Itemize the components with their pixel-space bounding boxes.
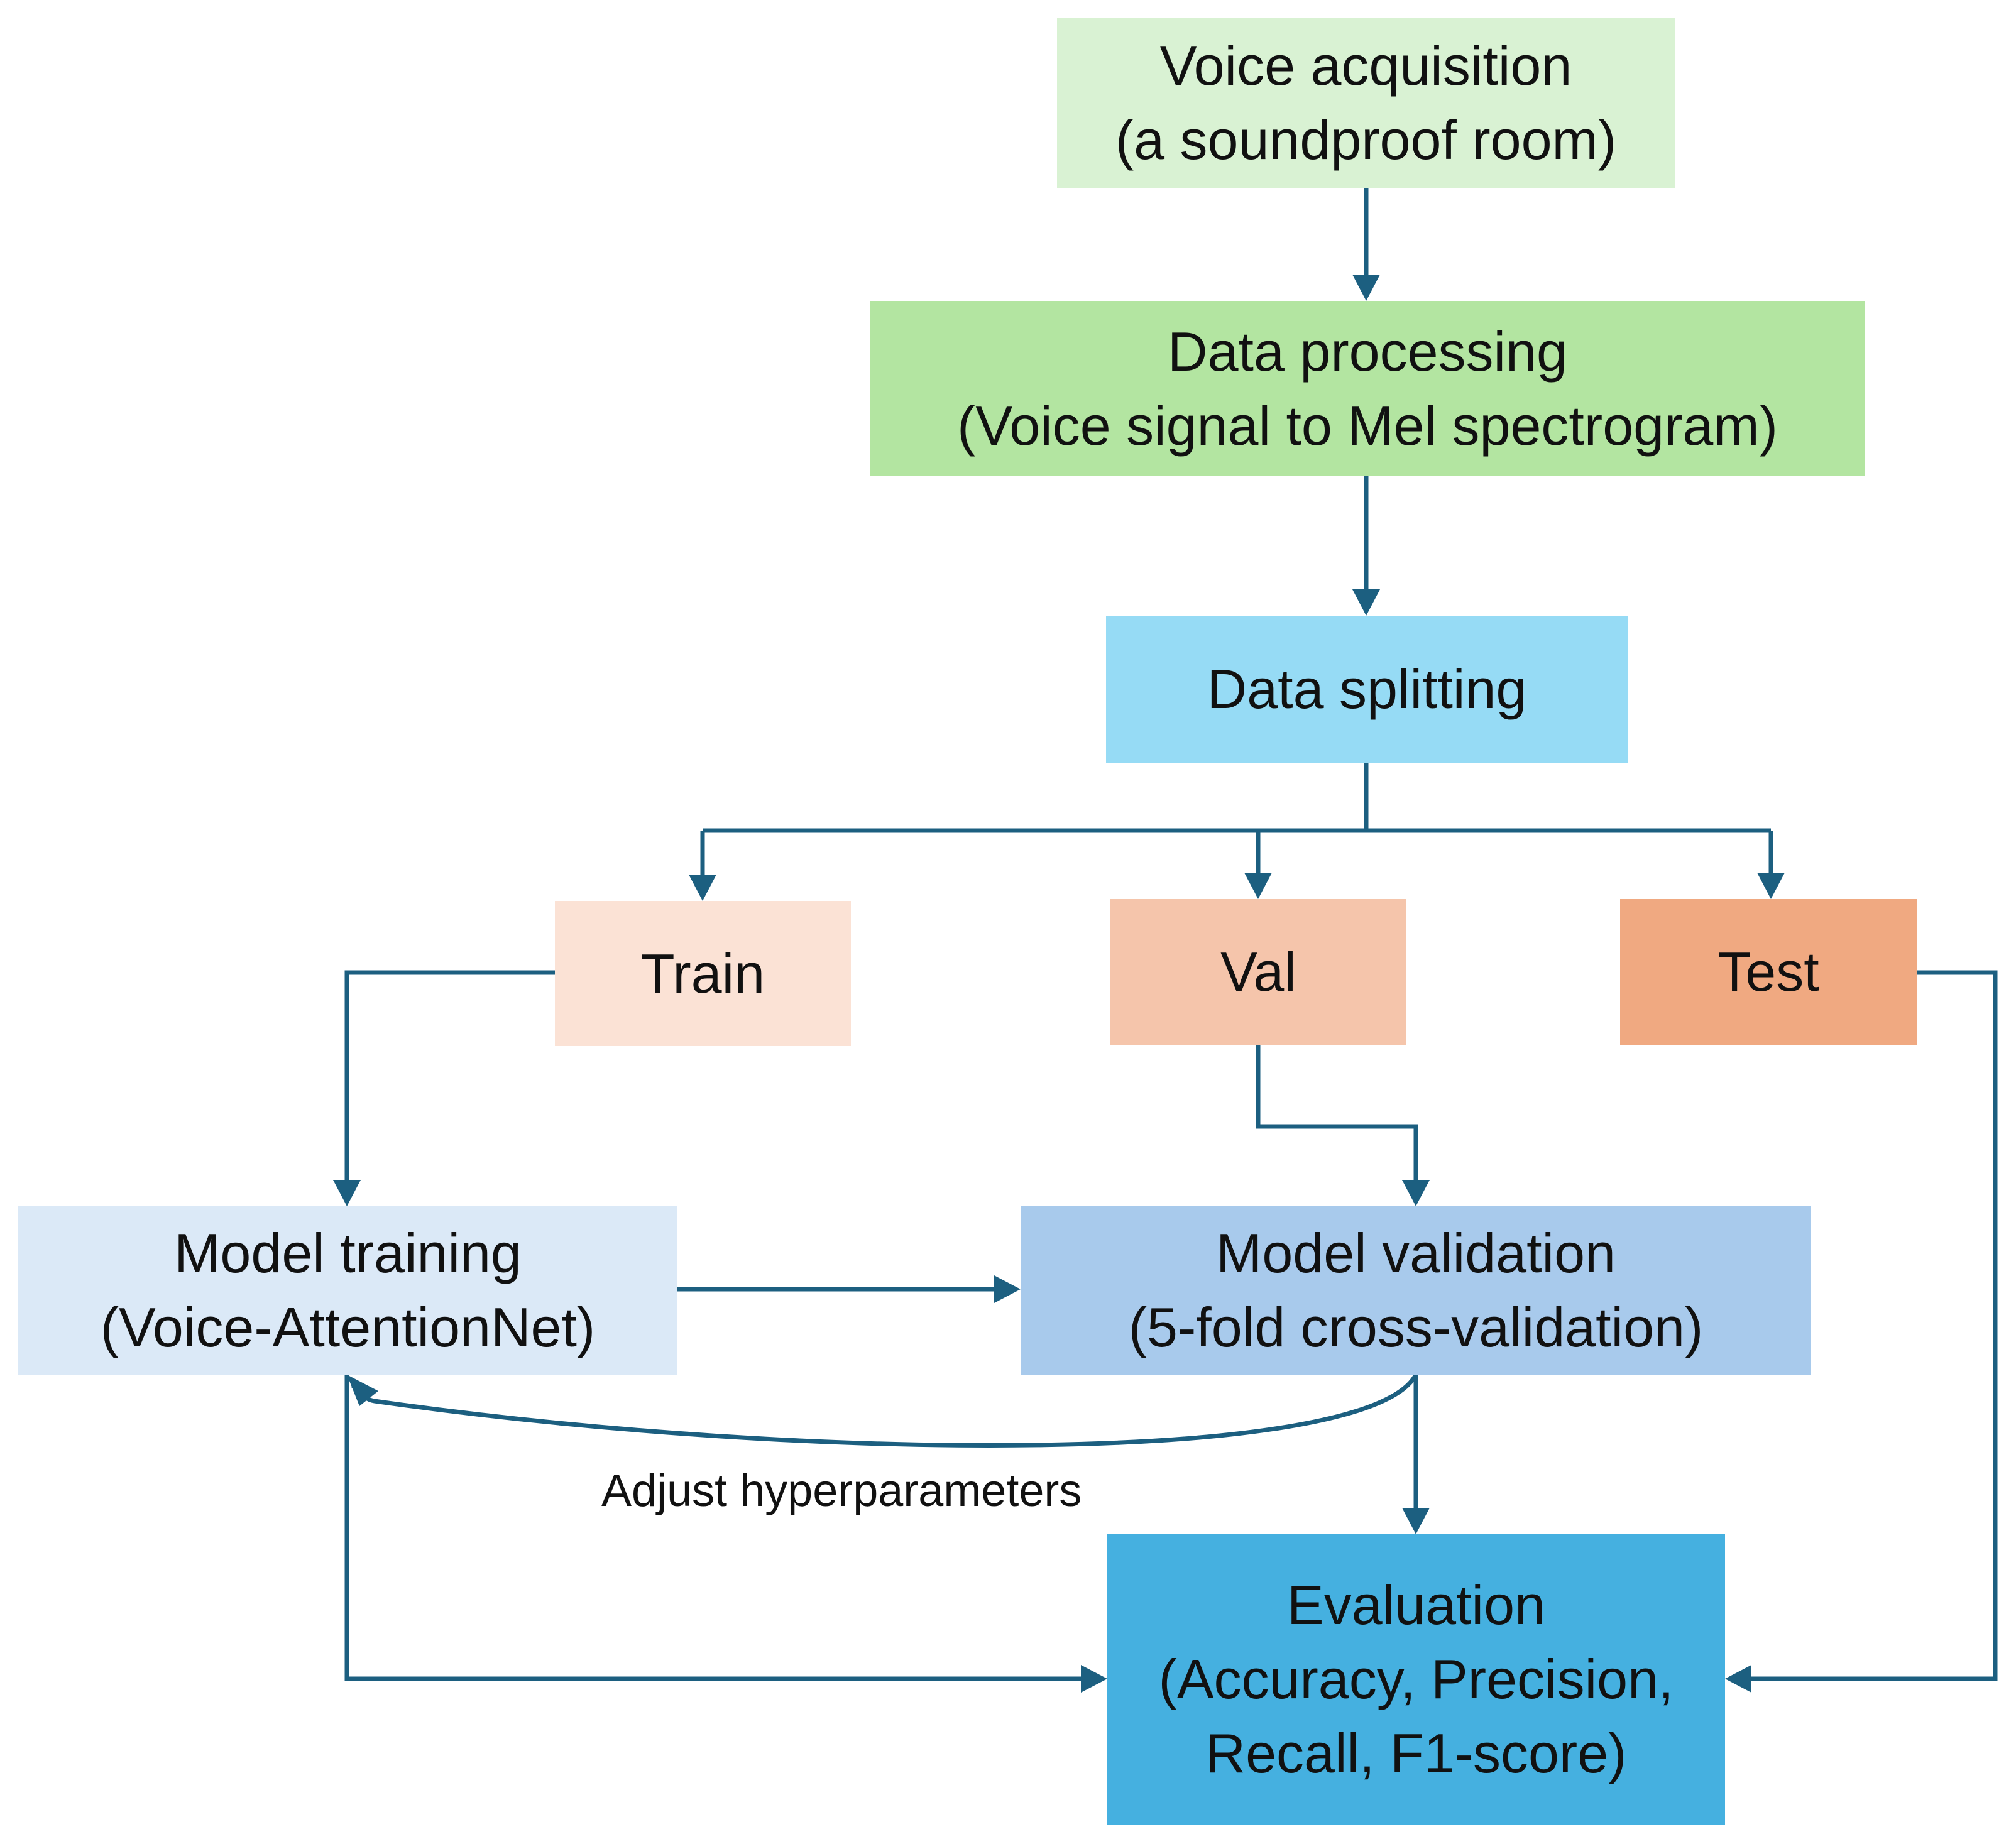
arrowhead-acquisition-to-processing <box>1352 275 1380 301</box>
node-test-label: Test <box>1717 941 1819 1003</box>
node-val-label: Val <box>1220 941 1296 1003</box>
node-data-splitting: Data splitting <box>1106 616 1628 763</box>
arrowhead-processing-to-splitting <box>1352 589 1380 616</box>
node-train: Train <box>555 901 851 1046</box>
arrow-splitting-to-branches <box>703 763 1771 833</box>
arrowhead-test <box>1757 873 1785 899</box>
arrowhead-validation-to-evaluation <box>1402 1508 1430 1534</box>
node-val: Val <box>1110 899 1406 1045</box>
node-voice-acquisition: Voice acquisition (a soundproof room) <box>1057 18 1675 188</box>
node-voice-acquisition-title: Voice acquisition <box>1159 34 1572 97</box>
arrowhead-training-to-validation <box>994 1275 1021 1303</box>
node-model-validation-subtitle: (5-fold cross-validation) <box>1128 1296 1704 1358</box>
node-evaluation-metrics-2: Recall, F1-score) <box>1205 1722 1627 1784</box>
arrowhead-training-to-evaluation <box>1081 1665 1107 1693</box>
arrowhead-model-validation <box>1402 1180 1430 1206</box>
arrowhead-train <box>689 875 716 901</box>
arrow-feedback-curve <box>351 1373 1418 1448</box>
node-model-training-title: Model training <box>174 1222 522 1284</box>
feedback-edge-label: Adjust hyperparameters <box>601 1466 1082 1516</box>
arrowhead-test-to-evaluation <box>1725 1665 1751 1693</box>
node-evaluation-metrics-1: (Accuracy, Precision, <box>1158 1648 1674 1710</box>
arrow-test-to-evaluation <box>1749 970 1998 1681</box>
node-model-training-subtitle: (Voice-AttentionNet) <box>100 1296 596 1358</box>
node-train-label: Train <box>640 942 765 1005</box>
node-model-training: Model training (Voice-AttentionNet) <box>18 1206 677 1375</box>
node-data-splitting-label: Data splitting <box>1207 658 1527 720</box>
node-voice-acquisition-subtitle: (a soundproof room) <box>1115 108 1617 171</box>
arrowhead-feedback <box>347 1375 378 1406</box>
node-evaluation-title: Evaluation <box>1287 1574 1545 1636</box>
arrow-val-to-model-validation <box>1256 1045 1418 1182</box>
node-model-validation-title: Model validation <box>1216 1222 1616 1284</box>
node-evaluation: Evaluation (Accuracy, Precision, Recall,… <box>1107 1534 1725 1825</box>
node-data-processing-subtitle: (Voice signal to Mel spectrogram) <box>957 394 1778 457</box>
node-test: Test <box>1620 899 1917 1045</box>
node-model-validation: Model validation (5-fold cross-validatio… <box>1021 1206 1811 1375</box>
arrow-training-to-evaluation <box>344 1375 1083 1681</box>
node-data-processing-title: Data processing <box>1168 320 1567 383</box>
arrow-train-to-model-training <box>344 970 555 1182</box>
arrowhead-model-training <box>333 1180 361 1206</box>
node-data-processing: Data processing (Voice signal to Mel spe… <box>870 301 1865 476</box>
arrowhead-val <box>1244 873 1272 899</box>
